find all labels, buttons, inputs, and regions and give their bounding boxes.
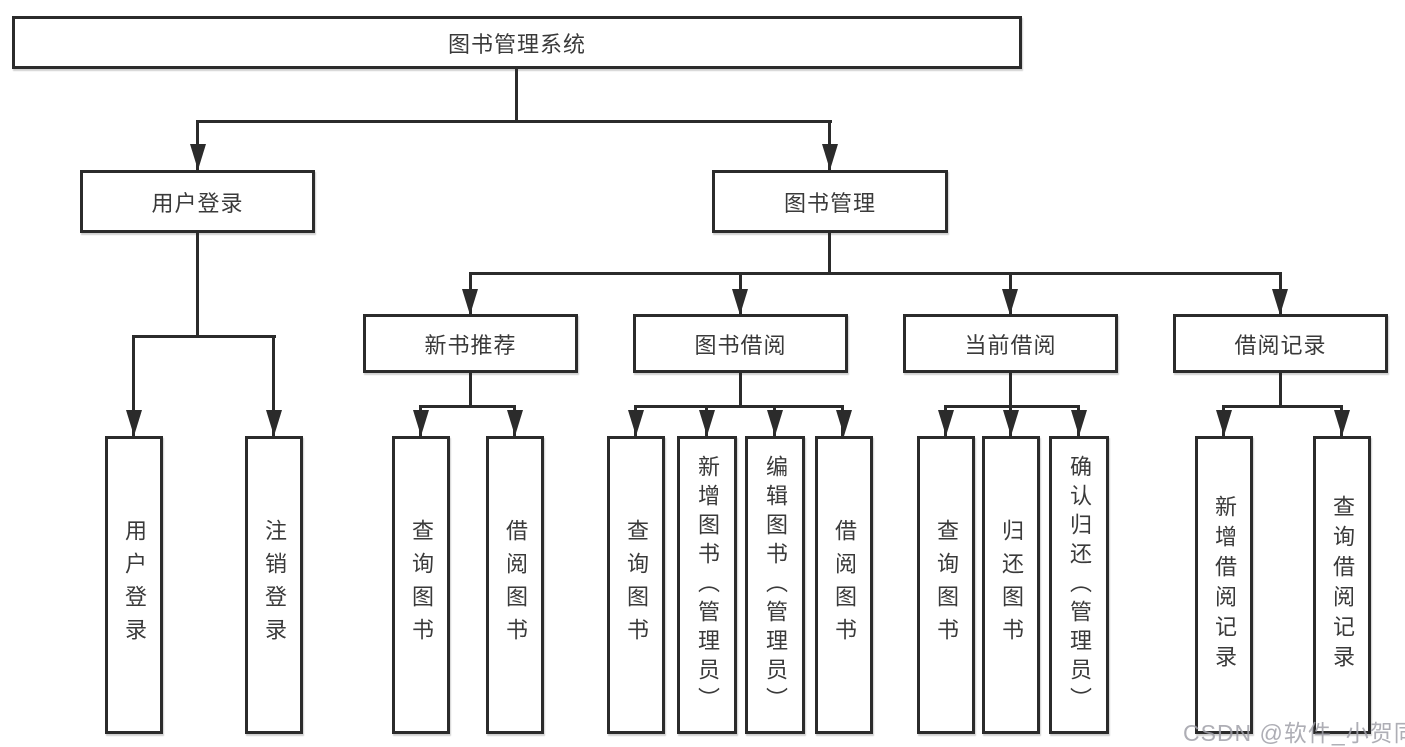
leaf-logout: 注销登录 xyxy=(245,436,303,734)
arrow-down-icon xyxy=(1003,410,1019,436)
connector-vertical xyxy=(515,69,518,123)
leaf-query-books: 查询图书 xyxy=(392,436,450,734)
arrow-down-icon xyxy=(1071,410,1087,436)
arrow-down-icon xyxy=(1334,410,1350,436)
node-label: 图书管理 xyxy=(783,190,876,216)
connector-horizontal xyxy=(132,335,276,338)
leaf-edit-books-admin: 编辑图书（管理员） xyxy=(745,436,805,734)
node-current-borrowing: 当前借阅 xyxy=(903,314,1118,373)
node-label: 图书管理系统 xyxy=(447,31,586,57)
node-label: 查询图书 xyxy=(934,519,959,651)
connector-vertical xyxy=(1279,373,1282,408)
connector-vertical xyxy=(739,373,742,408)
node-label: 新增图书（管理员） xyxy=(695,454,720,716)
node-book-management: 图书管理 xyxy=(712,170,948,233)
arrow-down-icon xyxy=(767,410,783,436)
node-new-book-recommendation: 新书推荐 xyxy=(363,314,578,373)
node-label: 确认归还（管理员） xyxy=(1067,454,1092,716)
node-label: 查询图书 xyxy=(409,519,434,651)
connector-horizontal xyxy=(419,405,516,408)
node-user-login: 用户登录 xyxy=(80,170,315,233)
node-borrowing-records: 借阅记录 xyxy=(1173,314,1388,373)
leaf-query-books: 查询图书 xyxy=(607,436,665,734)
node-book-borrowing: 图书借阅 xyxy=(633,314,848,373)
arrow-down-icon xyxy=(507,410,523,436)
node-label: 用户登录 xyxy=(122,519,147,651)
leaf-query-books: 查询图书 xyxy=(917,436,975,734)
node-label: 借阅记录 xyxy=(1234,332,1327,358)
leaf-return-books: 归还图书 xyxy=(982,436,1040,734)
arrow-down-icon xyxy=(413,410,429,436)
node-label: 编辑图书（管理员） xyxy=(763,454,788,716)
connector-vertical xyxy=(132,335,135,436)
node-label: 归还图书 xyxy=(999,519,1024,651)
arrow-down-icon xyxy=(190,144,206,170)
node-label: 查询图书 xyxy=(624,519,649,651)
arrow-down-icon xyxy=(1216,410,1232,436)
leaf-add-books-admin: 新增图书（管理员） xyxy=(677,436,737,734)
arrow-down-icon xyxy=(836,410,852,436)
connector-horizontal xyxy=(1222,405,1342,408)
arrow-down-icon xyxy=(938,410,954,436)
leaf-borrow-books: 借阅图书 xyxy=(486,436,544,734)
connector-horizontal xyxy=(196,120,832,123)
node-label: 借阅图书 xyxy=(832,519,857,651)
arrow-down-icon xyxy=(699,410,715,436)
leaf-add-borrow-record: 新增借阅记录 xyxy=(1195,436,1253,734)
node-label: 用户登录 xyxy=(151,190,244,216)
connector-horizontal xyxy=(469,272,1282,275)
connector-vertical xyxy=(196,233,199,338)
leaf-borrow-books: 借阅图书 xyxy=(815,436,873,734)
arrow-down-icon xyxy=(628,410,644,436)
node-label: 注销登录 xyxy=(262,519,287,651)
connector-vertical xyxy=(272,335,275,436)
arrow-down-icon xyxy=(822,144,838,170)
connector-vertical xyxy=(469,373,472,408)
connector-vertical xyxy=(828,233,831,275)
node-label: 新书推荐 xyxy=(424,332,517,358)
node-label: 新增借阅记录 xyxy=(1212,495,1237,675)
arrow-down-icon xyxy=(266,410,282,436)
node-label: 图书借阅 xyxy=(694,332,787,358)
node-label: 当前借阅 xyxy=(964,332,1057,358)
node-book-management-system: 图书管理系统 xyxy=(12,16,1022,69)
arrow-down-icon xyxy=(126,410,142,436)
arrow-down-icon xyxy=(1272,289,1288,315)
watermark: CSDN @软件_小贺同学 xyxy=(1183,720,1405,746)
connector-horizontal xyxy=(634,405,844,408)
leaf-confirm-return-admin: 确认归还（管理员） xyxy=(1049,436,1109,734)
node-label: 查询借阅记录 xyxy=(1330,495,1355,675)
leaf-query-borrow-record: 查询借阅记录 xyxy=(1313,436,1371,734)
leaf-user-login: 用户登录 xyxy=(105,436,163,734)
connector-vertical xyxy=(1009,373,1012,408)
arrow-down-icon xyxy=(462,289,478,315)
arrow-down-icon xyxy=(732,289,748,315)
node-label: 借阅图书 xyxy=(503,519,528,651)
arrow-down-icon xyxy=(1002,289,1018,315)
